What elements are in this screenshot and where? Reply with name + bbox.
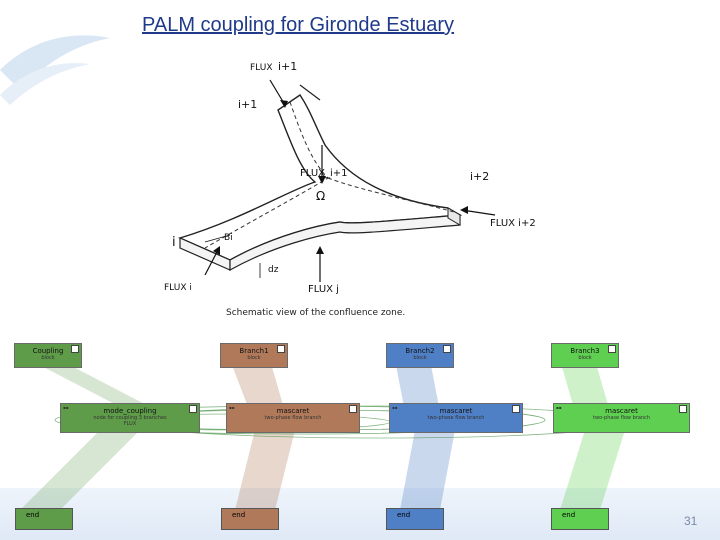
branch1-block-title: Branch1 [239, 347, 269, 355]
label-i-plus-2: i+2 [470, 170, 489, 183]
label-flux-right: FLUX i+2 [490, 218, 536, 229]
confluence-schematic: FLUX i+1 i+1 FLUX_i+1 Ω i+2 FLUX i+2 Bi … [164, 60, 536, 295]
branch1-unit-title: mascaret [276, 407, 310, 415]
label-flux-top: FLUX [250, 63, 273, 73]
branch3-block-title: Branch3 [570, 347, 600, 355]
block-toggle[interactable] [608, 345, 616, 353]
label-dz: dz [268, 265, 279, 275]
mode-coupling-extra: FLUX [123, 421, 137, 427]
label-i-plus-1: i+1 [238, 98, 257, 111]
label-i: i [172, 235, 176, 250]
end-block-branch3[interactable]: end [551, 508, 609, 530]
branch1-block-sub: block [247, 355, 261, 361]
branch3-unit-sub: two-phase flow branch [593, 415, 650, 421]
branch1-block[interactable]: Branch1 block [220, 343, 288, 368]
unit-toggle[interactable] [679, 405, 687, 413]
branch2-block-sub: block [413, 355, 427, 361]
branch2-block-title: Branch2 [405, 347, 435, 355]
unit-toggle[interactable] [512, 405, 520, 413]
schematic-caption: Schematic view of the confluence zone. [226, 308, 406, 318]
mode-coupling-sub: node for coupling 3 branches [93, 415, 167, 421]
unit-toggle[interactable] [349, 405, 357, 413]
branch1-unit-sub: two-phase flow branch [264, 415, 322, 421]
unit-toggle[interactable] [189, 405, 197, 413]
label-omega: Ω [316, 189, 325, 203]
end-block-branch2[interactable]: end [386, 508, 444, 530]
branch1-unit[interactable]: ▪▪ mascaret two-phase flow branch [226, 403, 360, 433]
label-flux-top-index: i+1 [278, 60, 297, 73]
label-b: Bi [224, 233, 233, 243]
branch3-block-sub: block [578, 355, 592, 361]
label-flux-j: FLUX j [308, 284, 339, 295]
unit-tag: ▪▪ [229, 405, 235, 410]
label-flux-mid: FLUX_i+1 [300, 168, 348, 179]
end-block-coupling[interactable]: end [15, 508, 73, 530]
decorative-wave [0, 35, 110, 105]
label-flux-left: FLUX i [164, 283, 192, 293]
mode-coupling-unit[interactable]: ▪▪ mode_coupling node for coupling 3 bra… [60, 403, 200, 433]
branch2-unit[interactable]: ▪▪ mascaret two-phase flow branch [389, 403, 523, 433]
branch2-unit-title: mascaret [439, 407, 473, 415]
page-number: 31 [684, 514, 698, 528]
mode-coupling-title: mode_coupling [103, 407, 157, 415]
branch2-block[interactable]: Branch2 block [386, 343, 454, 368]
coupling-block-title: Coupling [32, 347, 64, 355]
end-block-branch1[interactable]: end [221, 508, 279, 530]
palm-coupling-diagram [20, 360, 631, 510]
branch3-block[interactable]: Branch3 block [551, 343, 619, 368]
block-toggle[interactable] [277, 345, 285, 353]
block-toggle[interactable] [443, 345, 451, 353]
branch3-unit[interactable]: ▪▪ mascaret two-phase flow branch [553, 403, 690, 433]
branch3-unit-title: mascaret [605, 407, 638, 415]
branch2-unit-sub: two-phase flow branch [427, 415, 485, 421]
unit-tag: ▪▪ [392, 405, 398, 410]
coupling-block-sub: block [41, 355, 55, 361]
unit-tag: ▪▪ [63, 405, 69, 410]
slide-title: PALM coupling for Gironde Estuary [142, 14, 455, 36]
coupling-block[interactable]: Coupling block [14, 343, 82, 368]
block-toggle[interactable] [71, 345, 79, 353]
unit-tag: ▪▪ [556, 405, 562, 410]
